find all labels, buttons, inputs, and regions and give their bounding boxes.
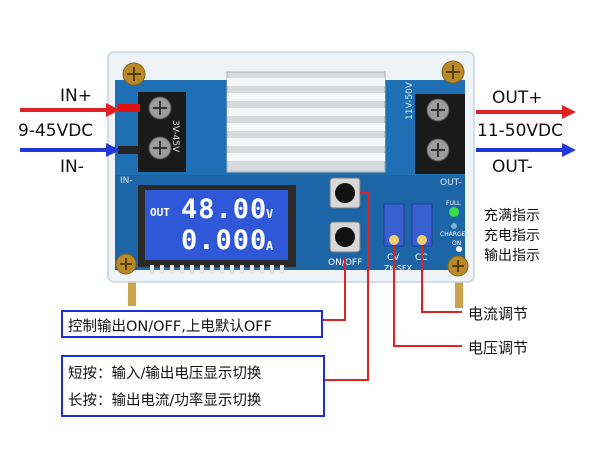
display-callout-line [323, 192, 369, 381]
short-press-text: 短按：输入/输出电压显示切换 [68, 366, 262, 382]
lcd-out-prefix: OUT [150, 206, 170, 219]
lcd-current-value: 0.000 [181, 225, 268, 256]
lcd-voltage-value: 48.00 [181, 194, 268, 225]
current-callout-line [421, 246, 462, 313]
pcb-charge-label: CHARGE [440, 231, 466, 238]
out-minus-label: OUT- [492, 157, 533, 177]
input-terminal-block [138, 92, 186, 172]
led-full-icon [449, 207, 459, 217]
display-button [329, 177, 361, 209]
cc-potentiometer [411, 203, 433, 247]
onoff-callout-line [321, 258, 346, 321]
out-voltage-label: 11-50VDC [477, 121, 563, 141]
indicator-full-text: 充满指示 [484, 208, 540, 224]
led-charge-icon [451, 223, 457, 229]
screw-icon [115, 253, 137, 275]
in-voltage-label: 9-45VDC [18, 121, 94, 141]
output-terminal-block [415, 94, 465, 174]
in-plus-label: IN+ [60, 86, 92, 106]
current-adjust-text: 电流调节 [468, 305, 529, 323]
out-plus-label: OUT+ [492, 88, 543, 108]
onoff-callout-box: 控制输出ON/OFF,上电默认OFF [61, 310, 323, 338]
pcb-out-silk: OUT- [440, 178, 462, 188]
in-minus-label: IN- [60, 157, 84, 177]
screw-icon [441, 60, 465, 84]
onoff-callout-text: 控制输出ON/OFF,上电默认OFF [68, 319, 272, 335]
lcd-current-unit: A [266, 239, 274, 253]
wire-black [118, 146, 140, 154]
screw-icon [122, 62, 146, 86]
pcb-model-label: ZK-SFX [384, 264, 412, 273]
screw-icon [447, 255, 469, 277]
pcb-on-label: ON [452, 240, 462, 247]
indicator-charge-text: 充电指示 [484, 228, 540, 244]
standoff-post [455, 272, 463, 308]
arrow-right-icon [476, 143, 576, 157]
lcd-voltage-unit: V [266, 207, 274, 221]
pcb-full-label: FULL [446, 200, 461, 207]
voltage-adjust-text: 电压调节 [468, 339, 529, 357]
arrow-right-icon [20, 103, 120, 117]
led-on-icon [456, 246, 462, 252]
arrow-right-icon [476, 105, 576, 119]
lcd-pins [150, 265, 284, 274]
display-callout-box: 短按：输入/输出电压显示切换 长按：输出电流/功率显示切换 [61, 355, 325, 417]
cv-potentiometer [383, 203, 405, 247]
long-press-text: 长按：输出电流/功率显示切换 [68, 393, 262, 409]
indicator-output-text: 输出指示 [484, 248, 540, 264]
lcd-screen [145, 190, 288, 260]
standoff-post [128, 270, 136, 306]
onoff-button [329, 221, 361, 253]
pcb-in-silk: IN- [120, 176, 133, 186]
arrow-right-icon [20, 143, 120, 157]
wire-red [118, 104, 140, 112]
heatsink [226, 71, 386, 173]
voltage-callout-line [393, 246, 462, 347]
